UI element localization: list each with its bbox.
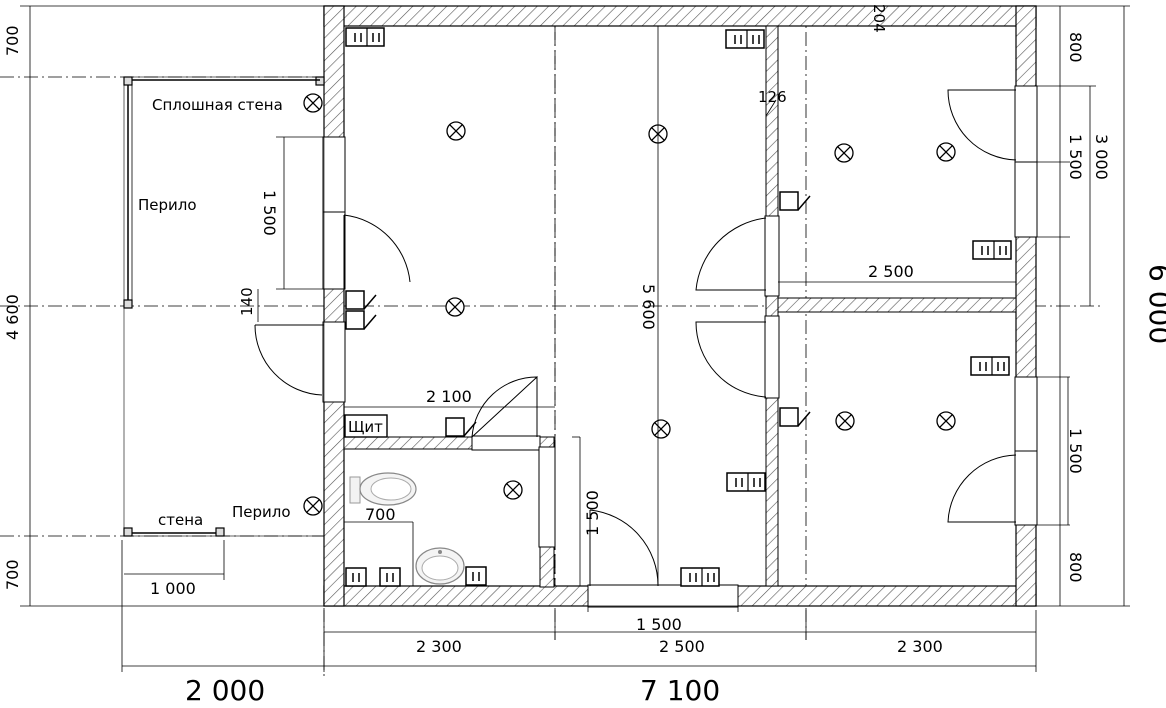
dimension-lines: [20, 5, 1130, 672]
dim-gap-140: 140: [238, 287, 256, 316]
dim-door-bottom: 1 500: [636, 615, 682, 634]
dim-bottom-right: 2 300: [897, 637, 943, 656]
dim-left-window: 1 500: [260, 190, 279, 236]
dimension-values: 7 100 2 000 6 000 2 300 2 500 2 300 1 50…: [3, 4, 1166, 707]
socket-icon: [345, 567, 367, 587]
lamp-icon: [503, 480, 523, 500]
socket-icon: [972, 240, 1012, 260]
lamp-icon: [936, 142, 956, 162]
dim-porch-height: 4 600: [3, 294, 22, 340]
dim-right-top-800: 800: [1066, 32, 1085, 63]
electrical-panel: [344, 414, 388, 438]
dim-bottom-middle: 2 500: [659, 637, 705, 656]
dim-total-height: 6 000: [1143, 264, 1166, 344]
openings: [322, 85, 1038, 608]
dim-bottom-left: 2 300: [416, 637, 462, 656]
toilet-icon: [349, 472, 417, 506]
socket-icon: [680, 567, 720, 587]
dim-porch-bottom: 700: [3, 559, 22, 590]
lamp-icon: [303, 93, 323, 113]
switch-icon: [345, 310, 377, 330]
switch-icon: [779, 407, 811, 427]
lamp-icon: [936, 411, 956, 431]
dim-right-window-top: 1 500: [1066, 134, 1085, 180]
dim-total-main: 7 100: [640, 674, 720, 707]
socket-icon: [345, 27, 385, 47]
dim-center-vertical: 5 600: [639, 284, 658, 330]
lamp-icon: [835, 411, 855, 431]
solid-wall-label: Сплошная стена: [152, 96, 283, 114]
dim-right-bottom-800: 800: [1066, 552, 1085, 583]
dim-right-width: 2 500: [868, 262, 914, 281]
wall-label: стена: [158, 511, 203, 529]
porch: [123, 76, 325, 537]
socket-icon: [970, 356, 1010, 376]
dim-right-room-height: 3 000: [1092, 134, 1111, 180]
dim-126: 126: [758, 88, 787, 106]
lamp-icon: [834, 143, 854, 163]
dim-porch-top: 700: [3, 25, 22, 56]
plan-labels: Сплошная стена Перило Перило стена: [138, 96, 291, 529]
lamp-icon: [651, 419, 671, 439]
lamp-icon: [446, 121, 466, 141]
sink-icon: [415, 547, 465, 585]
dim-bath-width: 2 100: [426, 387, 472, 406]
socket-icon: [379, 567, 401, 587]
socket-icon: [465, 566, 487, 586]
switches: [345, 191, 811, 437]
dim-total-porch: 2 000: [185, 674, 265, 707]
railing-label-bottom: Перило: [232, 503, 291, 521]
panel-label: Щит: [348, 418, 383, 436]
socket-icon: [726, 472, 766, 492]
switch-icon: [445, 417, 477, 437]
dim-porch-wall: 1 000: [150, 579, 196, 598]
dim-mid-vertical: 1 500: [583, 490, 602, 536]
railing-label-top: Перило: [138, 196, 197, 214]
lamp-icon: [445, 297, 465, 317]
dim-right-window-bottom: 1 500: [1066, 428, 1085, 474]
switch-icon: [779, 191, 811, 211]
dim-204: 204: [870, 4, 888, 33]
socket-icon: [725, 29, 765, 49]
dim-toilet-700: 700: [365, 505, 396, 524]
lamp-icon: [303, 496, 323, 516]
